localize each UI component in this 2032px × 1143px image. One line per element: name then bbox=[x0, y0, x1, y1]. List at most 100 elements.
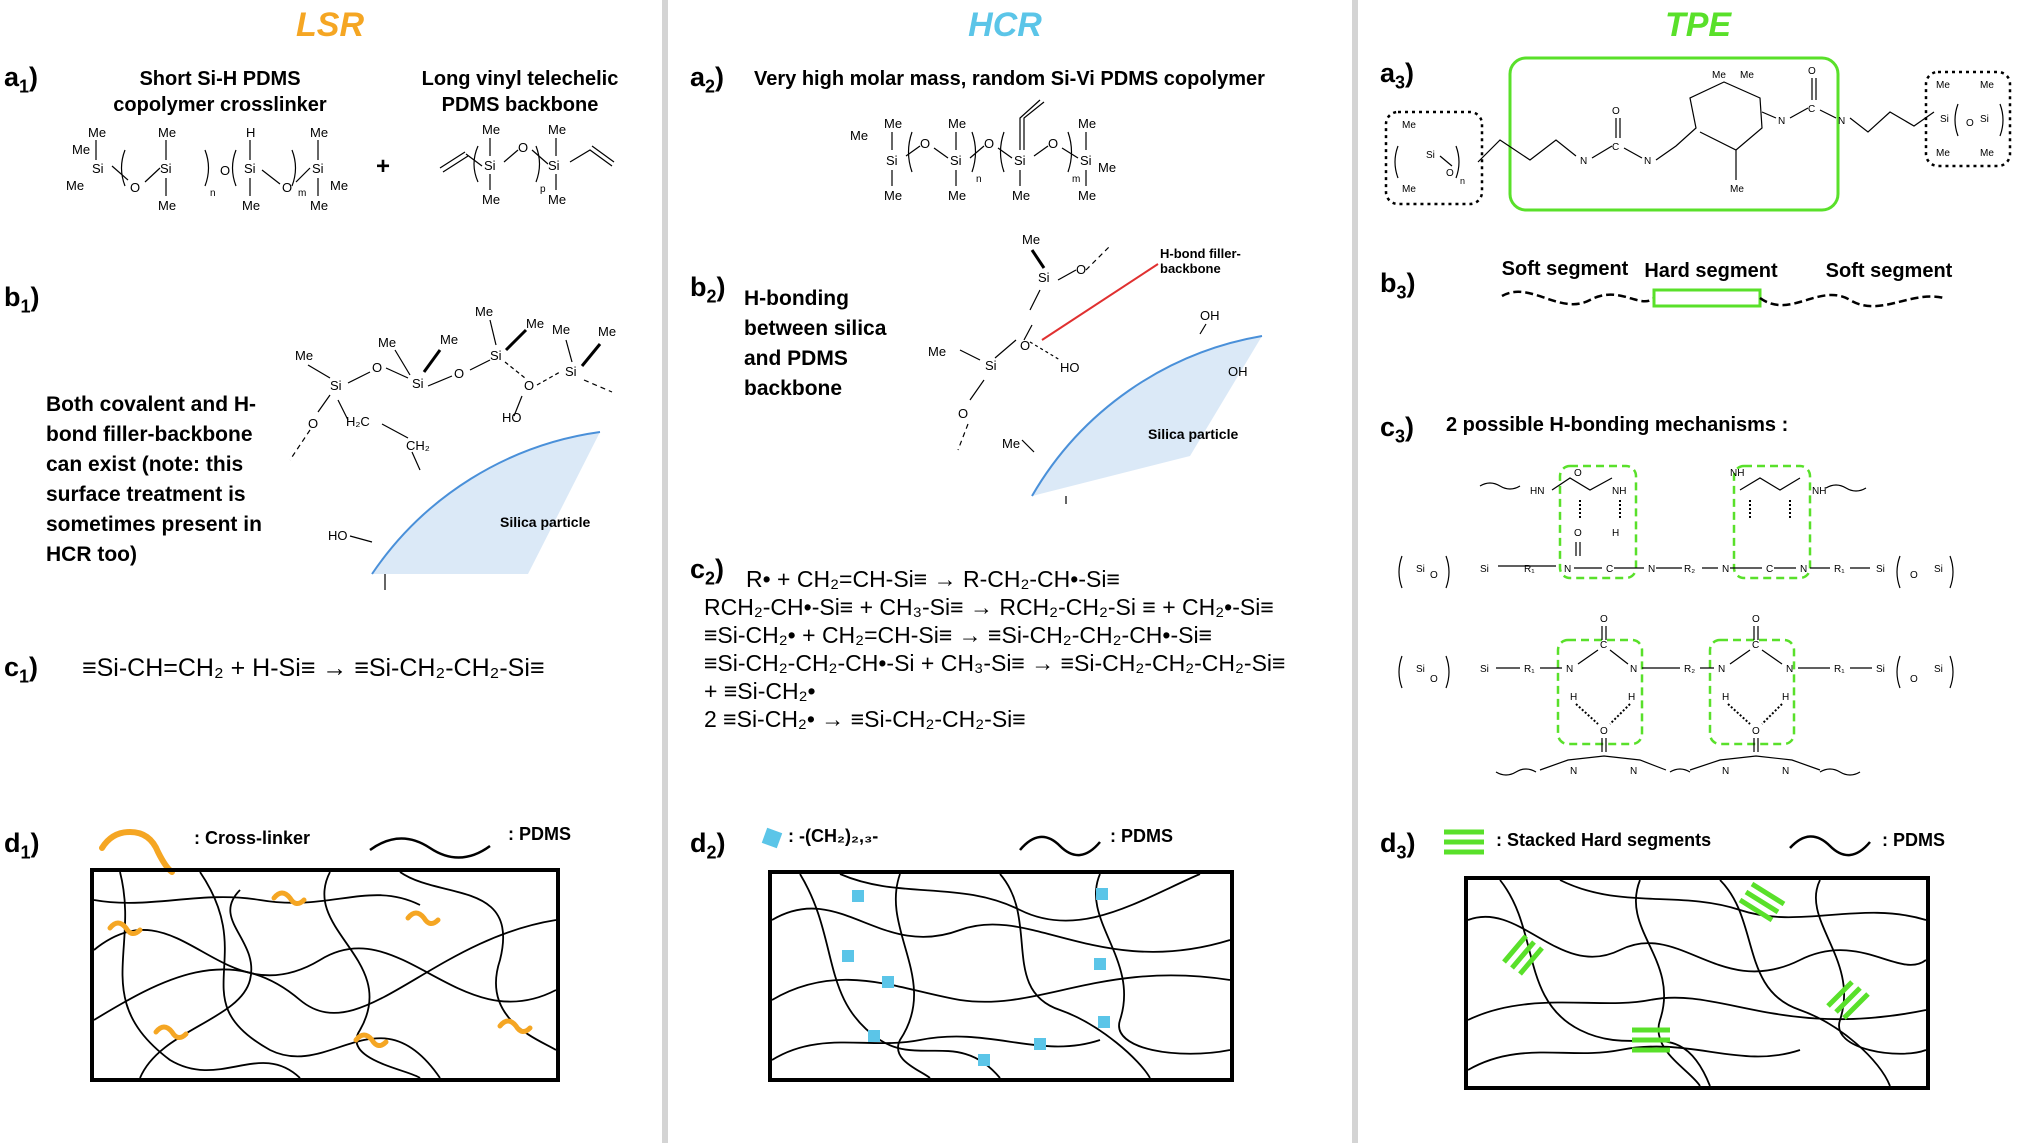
svg-text:Si: Si bbox=[484, 158, 496, 173]
svg-text:Me: Me bbox=[1980, 80, 1994, 91]
svg-text:O: O bbox=[130, 180, 140, 195]
svg-text:Si: Si bbox=[312, 161, 324, 176]
lsr-bonding-note: Both covalent and H-bond filler-backbone… bbox=[46, 393, 262, 566]
hard-segment-label: Hard segment bbox=[1644, 260, 1778, 282]
svg-text:O: O bbox=[220, 163, 230, 178]
svg-text:O: O bbox=[518, 140, 528, 155]
hcr-hbonding-note: H-bonding between silica and PDMS backbo… bbox=[744, 287, 887, 400]
svg-text:Si: Si bbox=[1934, 664, 1943, 675]
tpe-network-hard-segments bbox=[1502, 881, 1870, 1053]
crosslinker-caption: Short Si-H PDMS copolymer crosslinker bbox=[113, 68, 327, 116]
header-hcr: HCR bbox=[968, 6, 1042, 44]
svg-text:Me: Me bbox=[552, 322, 570, 337]
backbone-caption: Long vinyl telechelic PDMS backbone bbox=[421, 68, 619, 116]
svg-text:H: H bbox=[1722, 692, 1729, 703]
svg-text:O: O bbox=[920, 136, 930, 151]
label-c3: c3) bbox=[1380, 412, 1415, 447]
soft-segment-box-right bbox=[1924, 70, 2012, 168]
label-a3: a3) bbox=[1380, 58, 1415, 93]
svg-text:O: O bbox=[1612, 106, 1620, 117]
svg-text:Si: Si bbox=[1934, 564, 1943, 575]
svg-text:O: O bbox=[1600, 614, 1608, 625]
svg-text:Me: Me bbox=[1980, 148, 1994, 159]
svg-text:Me: Me bbox=[1078, 116, 1096, 131]
svg-text:Si: Si bbox=[1080, 153, 1092, 168]
hbonding-mechanisms-caption: 2 possible H-bonding mechanisms : bbox=[1446, 414, 1789, 436]
pdms-legend-line-lsr bbox=[369, 837, 491, 859]
svg-text:Si: Si bbox=[548, 158, 560, 173]
svg-text:R₁: R₁ bbox=[1524, 564, 1535, 575]
svg-text:Me: Me bbox=[1078, 188, 1096, 203]
hcr-copolymer-caption: Very high molar mass, random Si-Vi PDMS … bbox=[754, 68, 1265, 90]
svg-text:N: N bbox=[1630, 664, 1637, 675]
svg-text:Me: Me bbox=[72, 142, 90, 157]
svg-text:n: n bbox=[1460, 176, 1465, 186]
svg-text:n: n bbox=[210, 188, 216, 199]
lsr-surface-chain: Me Si O O Si Me Me O Si Me Me O Si Me Me… bbox=[289, 304, 616, 543]
svg-text:O: O bbox=[282, 180, 292, 195]
svg-text:Me: Me bbox=[482, 122, 500, 137]
svg-text:H: H bbox=[1782, 692, 1789, 703]
legend-pdms-label-tpe: : PDMS bbox=[1882, 830, 1945, 850]
svg-text:Si: Si bbox=[950, 153, 962, 168]
svg-text:Si: Si bbox=[1426, 150, 1435, 161]
svg-text:O: O bbox=[984, 136, 994, 151]
svg-text:Me: Me bbox=[66, 178, 84, 193]
svg-text:Me: Me bbox=[158, 198, 176, 213]
svg-text:C: C bbox=[1600, 640, 1607, 651]
svg-text:C: C bbox=[1808, 104, 1815, 115]
vinyl-backbone-structure: Si Me Me O p Si Me Me bbox=[439, 122, 615, 207]
svg-text:Si: Si bbox=[1876, 664, 1885, 675]
svg-text:OH: OH bbox=[1228, 364, 1248, 379]
svg-text:O: O bbox=[1430, 570, 1438, 581]
svg-text:O: O bbox=[308, 416, 318, 431]
svg-text:Me: Me bbox=[1730, 184, 1744, 195]
svg-text:N: N bbox=[1718, 664, 1725, 675]
svg-text:O: O bbox=[1076, 262, 1086, 277]
svg-text:N: N bbox=[1786, 664, 1793, 675]
svg-text:p: p bbox=[540, 184, 546, 195]
svg-text:R₁: R₁ bbox=[1524, 664, 1535, 675]
svg-text:N: N bbox=[1564, 564, 1571, 575]
svg-text:O: O bbox=[1752, 614, 1760, 625]
silica-particle-lsr bbox=[372, 432, 600, 574]
svg-text:O: O bbox=[1808, 66, 1816, 77]
label-d1: d1) bbox=[4, 828, 40, 863]
svg-text:m: m bbox=[298, 188, 306, 199]
svg-text:Si: Si bbox=[1980, 114, 1989, 125]
svg-text:Me: Me bbox=[1712, 70, 1726, 81]
svg-text:Si: Si bbox=[985, 358, 997, 373]
svg-text:C: C bbox=[1606, 564, 1613, 575]
svg-text:Me: Me bbox=[310, 198, 328, 213]
legend-crosslinker-label: : Cross-linker bbox=[194, 828, 311, 848]
svg-text:NH: NH bbox=[1730, 468, 1744, 479]
svg-text:N: N bbox=[1580, 156, 1587, 167]
si-vi-copolymer-structure: Me Si Me Me O Si Me Me n O Si Me O m Si … bbox=[850, 99, 1116, 203]
lsr-network-chains bbox=[93, 871, 557, 1079]
svg-text:Me: Me bbox=[928, 344, 946, 359]
svg-text:n: n bbox=[976, 174, 982, 185]
svg-text:Me: Me bbox=[548, 192, 566, 207]
svg-text:NH: NH bbox=[1612, 486, 1626, 497]
hcr-network-box bbox=[768, 870, 1234, 1082]
svg-text:Si: Si bbox=[92, 161, 104, 176]
svg-text:CH₂: CH₂ bbox=[406, 438, 430, 453]
radical-reaction-3: ≡Si-CH₂• + CH₂=CH-Si≡ → ≡Si-CH₂-CH₂-CH•-… bbox=[704, 622, 1212, 648]
svg-text:Me: Me bbox=[598, 324, 616, 339]
svg-text:O: O bbox=[1020, 338, 1030, 353]
svg-text:Me: Me bbox=[884, 188, 902, 203]
svg-text:N: N bbox=[1782, 766, 1789, 777]
soft-segment-box-left bbox=[1384, 110, 1484, 206]
svg-text:HO: HO bbox=[328, 528, 348, 543]
tpe-network-box bbox=[1464, 876, 1930, 1090]
hbonding-mechanism-monodentate: Si O Si R₁ NC N R₂ NC N R₁ Si O Si O O H… bbox=[1398, 614, 1954, 777]
soft-segment-line-left bbox=[1501, 290, 1655, 306]
label-c2: c2) bbox=[690, 554, 725, 589]
silica-particle-label-hcr: Silica particle bbox=[1148, 426, 1239, 442]
svg-text:Me: Me bbox=[948, 188, 966, 203]
svg-text:Me: Me bbox=[310, 125, 328, 140]
svg-text:Si: Si bbox=[1480, 664, 1489, 675]
svg-text:N: N bbox=[1838, 116, 1845, 127]
label-c1: c1) bbox=[4, 652, 39, 687]
